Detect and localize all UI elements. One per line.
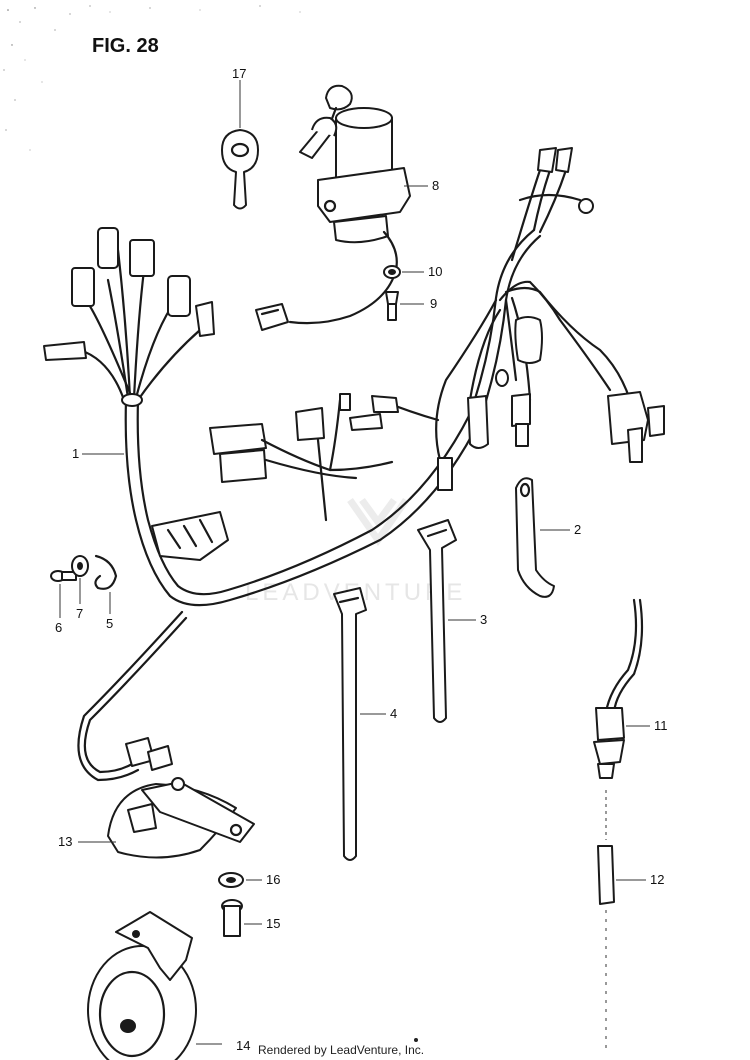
callout-6: 6 bbox=[55, 620, 62, 635]
callout-3: 3 bbox=[480, 612, 487, 627]
figure-title: FIG. 28 bbox=[92, 35, 159, 57]
part-9-screw bbox=[385, 291, 424, 321]
part-1-wiring-harness bbox=[43, 147, 665, 782]
callout-8: 8 bbox=[432, 178, 439, 193]
callout-13: 13 bbox=[58, 834, 72, 849]
callout-14: 14 bbox=[236, 1038, 250, 1053]
callout-5: 5 bbox=[106, 616, 113, 631]
part-16-washer bbox=[218, 872, 262, 888]
part-13-horn-bracket bbox=[78, 777, 255, 859]
credit-mark bbox=[414, 1038, 418, 1042]
callout-11: 11 bbox=[654, 718, 668, 733]
callout-15: 15 bbox=[266, 916, 280, 931]
callout-2: 2 bbox=[574, 522, 581, 537]
scan-noise bbox=[3, 5, 301, 151]
callout-16: 16 bbox=[266, 872, 280, 887]
part-14-horn bbox=[87, 911, 222, 1060]
part-2-bracket bbox=[515, 477, 570, 598]
callout-17: 17 bbox=[232, 66, 246, 81]
callout-10: 10 bbox=[428, 264, 442, 279]
credit-text: Rendered by LeadVenture, Inc. bbox=[258, 1043, 424, 1057]
part-5-clip bbox=[94, 554, 118, 614]
part-4-clamp-strap bbox=[333, 587, 386, 861]
part-17-key bbox=[221, 80, 259, 210]
callout-1: 1 bbox=[72, 446, 79, 461]
part-8-ignition-switch bbox=[255, 84, 428, 331]
part-11-cable bbox=[593, 598, 650, 779]
callout-12: 12 bbox=[650, 872, 664, 887]
part-7-washer bbox=[71, 555, 89, 604]
part-12-fuse bbox=[597, 790, 646, 1050]
part-15-bolt bbox=[221, 899, 262, 937]
callout-7: 7 bbox=[76, 606, 83, 621]
part-6-screw bbox=[50, 570, 77, 618]
part-10-nut bbox=[383, 265, 424, 279]
part-3-clamp-strap bbox=[417, 519, 476, 723]
callout-9: 9 bbox=[430, 296, 437, 311]
callout-4: 4 bbox=[390, 706, 397, 721]
